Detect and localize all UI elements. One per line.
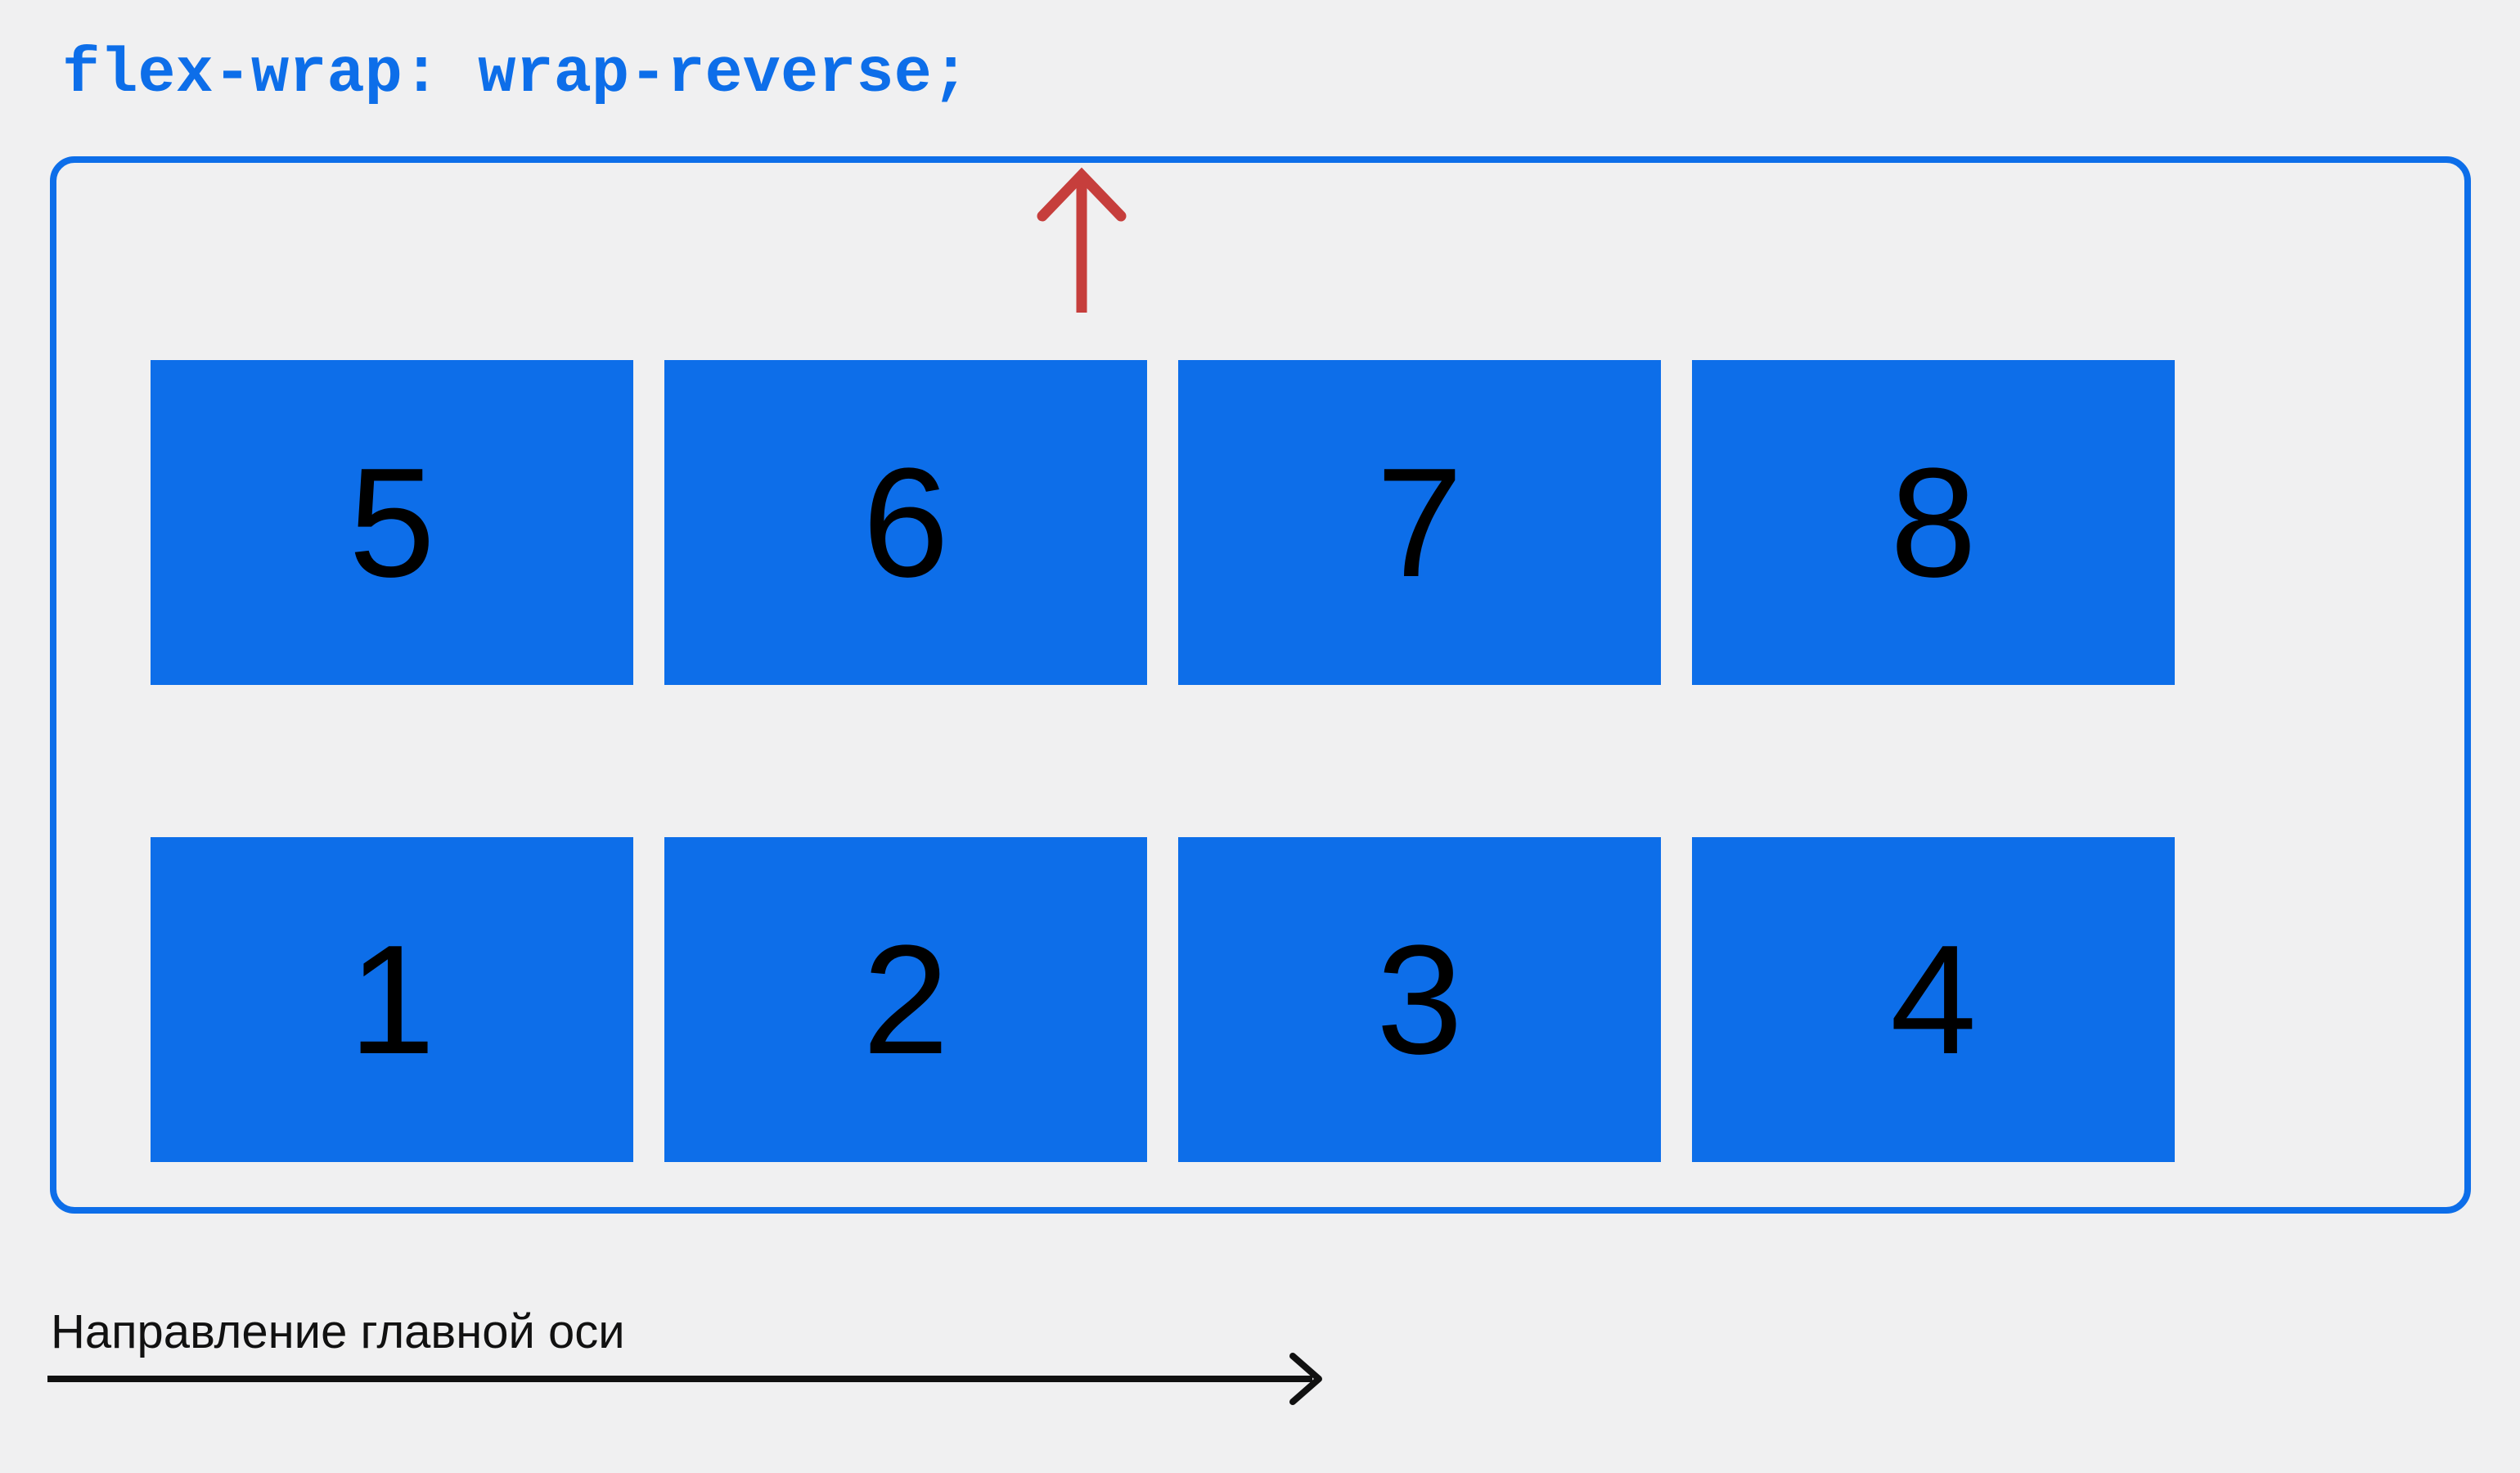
- css-property-title: flex-wrap: wrap-reverse;: [62, 39, 970, 110]
- flex-item-8: 8: [1692, 360, 2175, 685]
- right-arrow-icon: [47, 1353, 1322, 1405]
- flex-item-5: 5: [151, 360, 633, 685]
- main-axis-label: Направление главной оси: [51, 1305, 625, 1358]
- flex-item-4: 4: [1692, 837, 2175, 1162]
- flex-item-2: 2: [664, 837, 1147, 1162]
- flex-container: 1 2 3 4 5 6 7 8: [50, 156, 2471, 1214]
- flex-item-3: 3: [1178, 837, 1661, 1162]
- flex-item-1: 1: [151, 837, 633, 1162]
- up-arrow-icon: [1037, 167, 1127, 313]
- flex-item-6: 6: [664, 360, 1147, 685]
- flex-item-7: 7: [1178, 360, 1661, 685]
